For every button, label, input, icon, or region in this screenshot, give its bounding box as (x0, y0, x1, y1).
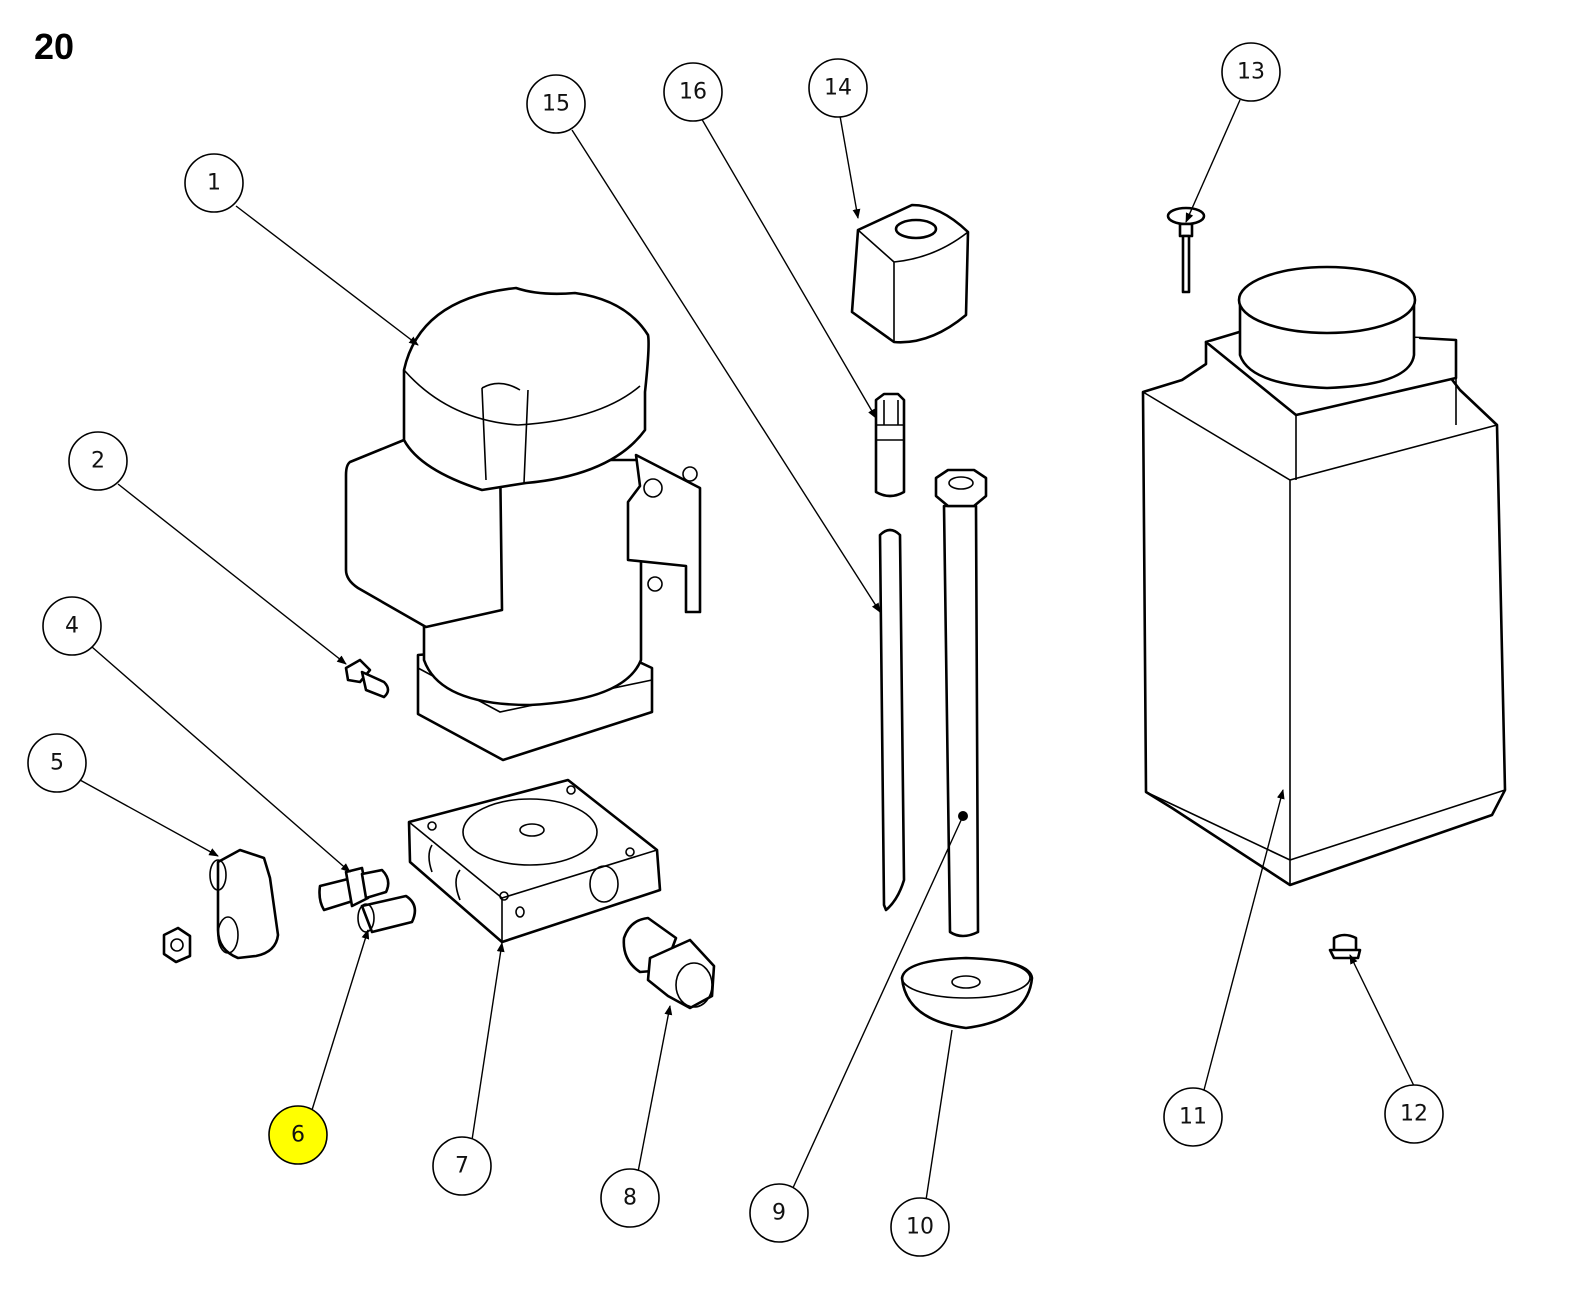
callout-5[interactable]: 5 (27, 733, 87, 793)
leader-lines (79, 99, 1417, 1201)
callout-7[interactable]: 7 (432, 1136, 492, 1196)
suction-filter[interactable] (900, 956, 1034, 1030)
leader-12 (1349, 954, 1417, 1091)
leader-7 (471, 942, 505, 1141)
callout-11[interactable]: 11 (1163, 1087, 1223, 1147)
leader-6 (311, 929, 370, 1111)
leader-16 (699, 115, 877, 419)
banjo-fitting-with-nut[interactable] (162, 848, 280, 964)
motor-fitting-screw[interactable] (344, 658, 390, 699)
callout-8[interactable]: 8 (600, 1168, 660, 1228)
oil-tank[interactable] (1141, 265, 1507, 887)
callout-9[interactable]: 9 (749, 1183, 809, 1243)
callout-6[interactable]: 6 (268, 1105, 328, 1165)
callout-14[interactable]: 14 (808, 58, 868, 118)
leader-5 (79, 779, 219, 857)
callout-16[interactable]: 16 (663, 62, 723, 122)
leader-11 (1203, 789, 1285, 1091)
return-tube[interactable] (878, 528, 906, 912)
callout-12[interactable]: 12 (1384, 1084, 1444, 1144)
callout-1[interactable]: 1 (184, 153, 244, 213)
leader-4 (91, 646, 351, 873)
callout-15[interactable]: 15 (526, 74, 586, 134)
leader-8 (637, 1005, 673, 1173)
manifold-block[interactable] (407, 778, 662, 944)
solenoid-coil[interactable] (850, 203, 970, 344)
callout-10[interactable]: 10 (890, 1197, 950, 1257)
suction-tube[interactable] (934, 468, 988, 938)
valve-cartridge[interactable] (874, 392, 906, 498)
leader-1 (235, 205, 419, 346)
callout-13[interactable]: 13 (1221, 42, 1281, 102)
leader-14 (839, 115, 861, 219)
leader-13 (1185, 99, 1241, 223)
leader-9 (791, 815, 964, 1191)
drain-plug[interactable] (1328, 933, 1362, 960)
callout-4[interactable]: 4 (42, 596, 102, 656)
electric-motor[interactable] (344, 286, 702, 762)
page-number: 20 (34, 26, 75, 67)
plug-fitting[interactable] (357, 894, 417, 934)
hex-plug[interactable] (622, 916, 716, 1010)
leader-10 (925, 1029, 953, 1201)
leader-15 (571, 129, 881, 613)
leader-2 (117, 483, 347, 665)
nipple-fitting[interactable] (318, 866, 390, 912)
callout-2[interactable]: 2 (68, 431, 128, 491)
